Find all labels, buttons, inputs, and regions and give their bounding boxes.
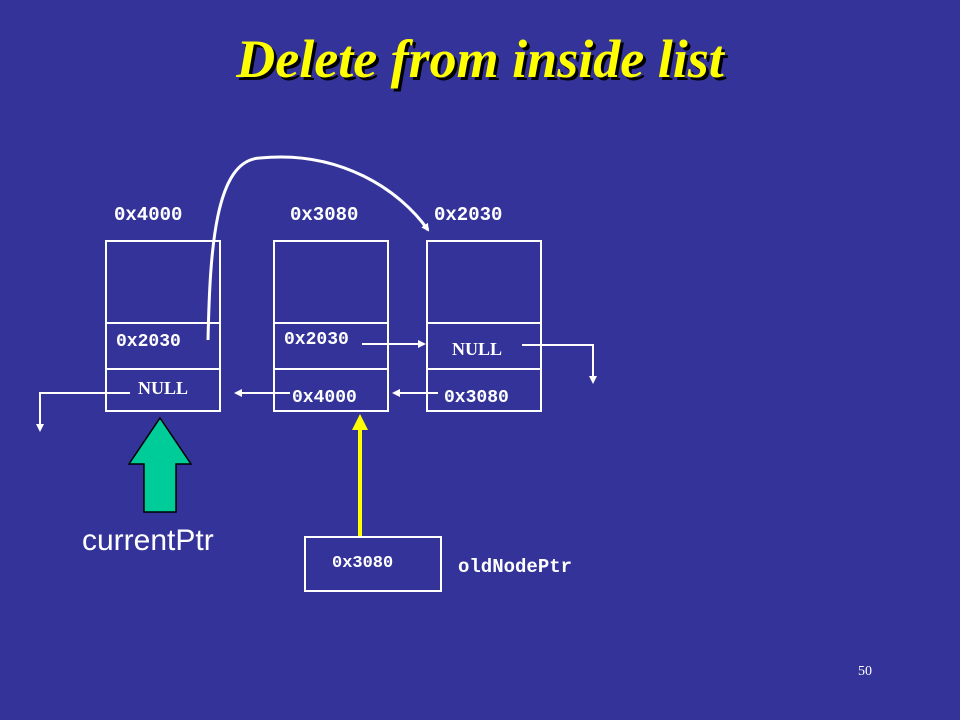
- prev-arrow-1-null: [36, 392, 130, 432]
- node-prev-field: 0x3080: [444, 388, 509, 408]
- node-divider: [275, 322, 387, 324]
- next-arrow-3-null: [522, 344, 597, 384]
- list-node-2: 0x2030 0x4000: [273, 240, 389, 412]
- node-divider: [107, 368, 219, 370]
- node-divider: [275, 368, 387, 370]
- node-prev-field: NULL: [138, 378, 189, 398]
- slide-title: Delete from inside list: [236, 29, 724, 89]
- node-address-3: 0x2030: [434, 204, 503, 226]
- node-address-2: 0x3080: [290, 204, 359, 226]
- node-next-field: NULL: [452, 339, 503, 359]
- node-divider: [428, 368, 540, 370]
- list-node-3: NULL 0x3080: [426, 240, 542, 412]
- node-divider: [428, 322, 540, 324]
- node-address-1: 0x4000: [114, 204, 183, 226]
- old-node-ptr-box: 0x3080: [304, 536, 442, 592]
- old-node-ptr-arrowhead-icon: [352, 414, 368, 430]
- node-divider: [107, 322, 219, 324]
- node-next-field: 0x2030: [284, 330, 349, 350]
- bypass-arrow: [206, 155, 430, 341]
- node-prev-field: 0x4000: [292, 388, 357, 408]
- list-node-1: 0x2030 NULL: [105, 240, 221, 412]
- current-ptr-arrow-icon: [127, 416, 193, 513]
- old-node-ptr-label: oldNodePtr: [458, 556, 573, 578]
- page-number: 50: [858, 664, 872, 679]
- node-next-field: 0x2030: [116, 332, 181, 352]
- current-ptr-label: currentPtr: [82, 524, 214, 557]
- old-node-ptr-value: 0x3080: [332, 554, 394, 573]
